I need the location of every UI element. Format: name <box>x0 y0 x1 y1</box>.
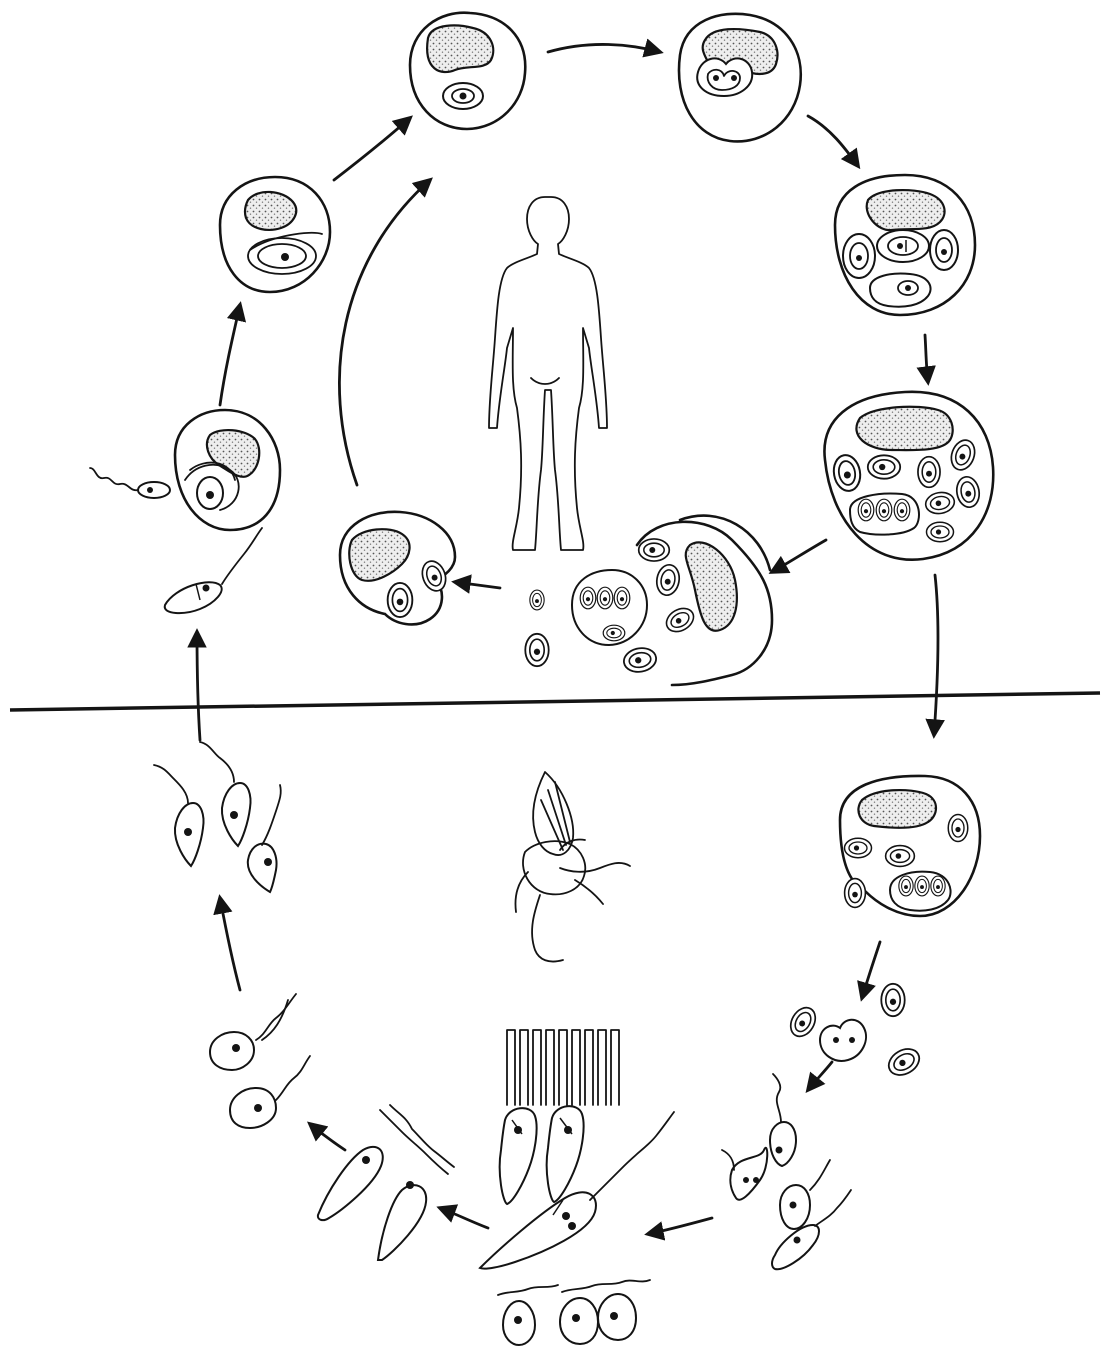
metacyclic-promastigotes-infective <box>154 742 281 892</box>
human-figure-icon <box>489 197 607 550</box>
arrow-1 <box>548 44 660 52</box>
dividing-promastigotes <box>318 1105 454 1260</box>
arrow-8 <box>220 305 240 405</box>
arrow-15 <box>310 1124 345 1150</box>
macrophage-transforming-promastigote <box>220 177 330 292</box>
arrow-4 <box>772 540 826 572</box>
sandfly-icon <box>516 772 631 962</box>
arrow-10 <box>934 575 938 735</box>
transforming-promastigotes <box>722 1074 851 1269</box>
arrow-5 <box>455 582 500 588</box>
arrow-12 <box>808 1062 832 1090</box>
macrophage-phagocytosing-amastigotes <box>340 512 455 625</box>
arrow-6 <box>339 180 430 485</box>
arrow-14 <box>440 1208 488 1228</box>
arrow-3 <box>925 335 928 382</box>
arrow-9 <box>197 632 200 740</box>
promastigote-cluster-bottom <box>498 1280 650 1345</box>
macrophage-promastigote-entry <box>90 410 280 530</box>
attached-promastigotes-microvilli <box>500 1030 619 1204</box>
arrow-2 <box>808 116 858 166</box>
ruptured-macrophage <box>525 516 772 685</box>
infected-macrophage-in-bloodmeal <box>840 776 980 916</box>
macrophage-engulfed-promastigote <box>410 13 525 129</box>
macrophage-amastigote-dividing <box>679 14 801 142</box>
macrophage-multiple-amastigotes <box>835 175 975 315</box>
macrophage-heavily-infected <box>824 392 993 560</box>
promastigote-inoculated <box>165 528 262 613</box>
arrow-11 <box>862 942 880 998</box>
metacyclic-promastigotes-attached <box>210 994 310 1128</box>
arrow-16 <box>220 898 240 990</box>
arrow-7 <box>334 118 410 180</box>
arrow-13 <box>648 1218 712 1234</box>
free-amastigotes <box>786 984 924 1080</box>
